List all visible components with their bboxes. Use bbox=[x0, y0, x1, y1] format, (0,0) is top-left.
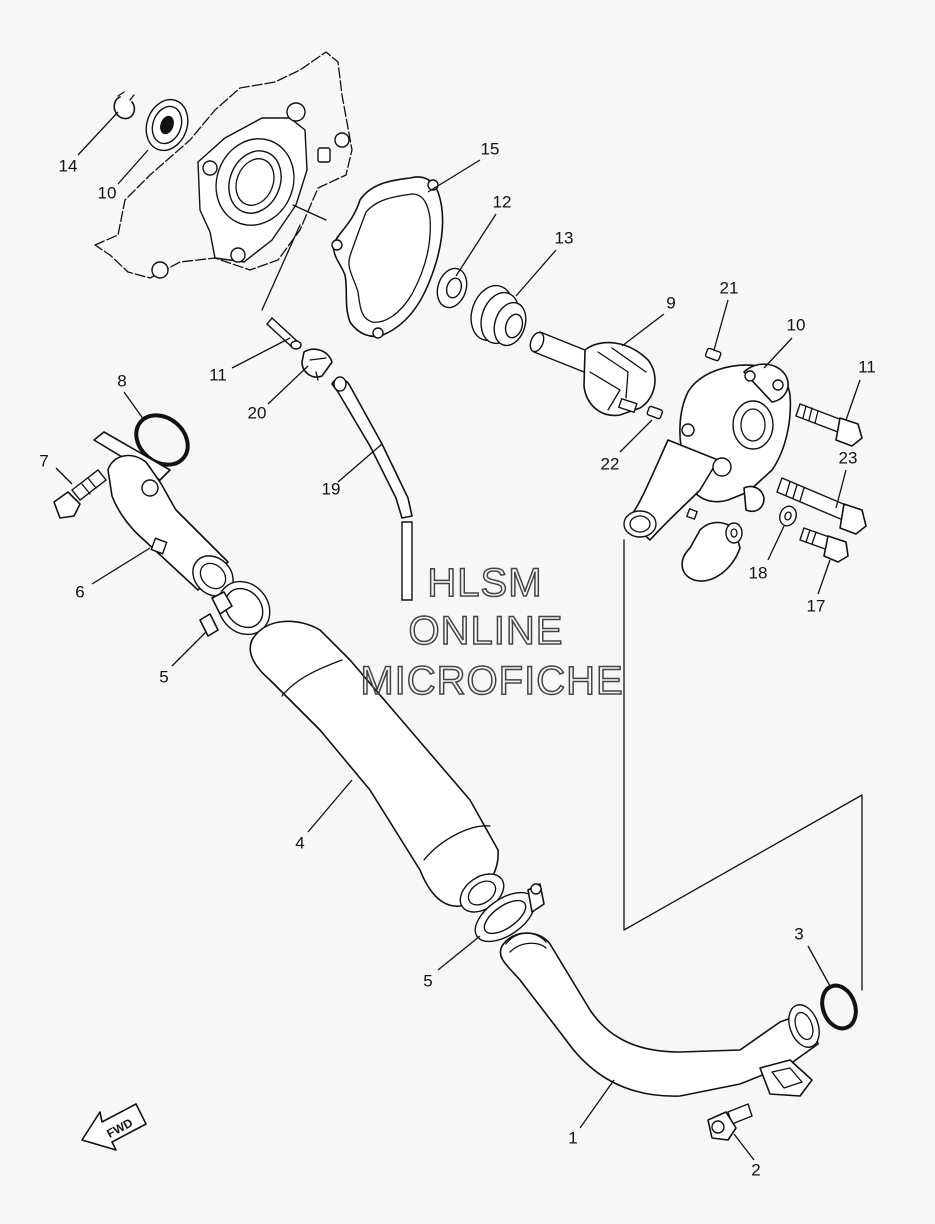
bearing-12 bbox=[145, 98, 189, 152]
bolt-18 bbox=[799, 527, 849, 563]
callout-18: 17 bbox=[807, 596, 826, 615]
callout-13: 11 bbox=[209, 365, 227, 384]
callout-20: 19 bbox=[322, 479, 341, 498]
callout-5-lower: 5 bbox=[423, 971, 432, 990]
gasket-17 bbox=[331, 176, 444, 339]
watermark-line1: HLSM bbox=[427, 561, 542, 605]
forward-direction-arrow: FWD bbox=[81, 1103, 147, 1151]
callout-5-upper: 5 bbox=[159, 667, 168, 686]
circlip-16 bbox=[113, 91, 136, 120]
oil-seal-14 bbox=[436, 267, 468, 309]
callout-7: 7 bbox=[39, 451, 48, 470]
washer-19b bbox=[725, 522, 743, 544]
watermark-line3: MICROFICHE bbox=[360, 659, 623, 703]
bolt-7 bbox=[53, 469, 107, 519]
water-pipe-1 bbox=[499, 932, 820, 1097]
bolt-23 bbox=[776, 477, 867, 535]
callout-4: 4 bbox=[295, 833, 304, 852]
callout-10: 10 bbox=[787, 315, 806, 334]
hose-clip-21 bbox=[301, 348, 333, 381]
callout-8: 8 bbox=[117, 371, 126, 390]
alignment-lines bbox=[623, 539, 863, 991]
watermark-line2: ONLINE bbox=[409, 609, 564, 653]
callout-12: 10 bbox=[98, 183, 117, 202]
hose-clamp-5-upper bbox=[199, 580, 271, 637]
callout-14: 12 bbox=[493, 192, 512, 211]
callout-2: 2 bbox=[751, 1160, 760, 1179]
o-ring-3 bbox=[820, 983, 858, 1031]
hose-clamp-5-lower bbox=[474, 883, 545, 943]
hose-4 bbox=[249, 620, 505, 913]
bolt-11 bbox=[795, 403, 863, 447]
washer-19 bbox=[779, 505, 797, 527]
bolt-2 bbox=[707, 1103, 753, 1141]
dowel-22-lower bbox=[646, 405, 664, 420]
callout-1: 1 bbox=[568, 1128, 577, 1147]
callout-6: 6 bbox=[75, 582, 84, 601]
watermark: HLSM ONLINE MICROFICHE bbox=[360, 560, 624, 704]
callout-21: 20 bbox=[248, 403, 267, 422]
callout-23: 23 bbox=[839, 448, 858, 467]
callout-19: 18 bbox=[749, 563, 768, 582]
callout-labels: 14 10 11 20 19 15 12 13 9 21 10 11 22 23… bbox=[39, 139, 876, 1179]
callout-9: 9 bbox=[666, 293, 675, 312]
crankcase-cover bbox=[94, 51, 353, 279]
callout-15: 13 bbox=[555, 228, 574, 247]
callout-16: 14 bbox=[59, 156, 78, 175]
hose-20 bbox=[331, 376, 413, 601]
impeller-shaft-9 bbox=[529, 331, 656, 417]
callout-11: 11 bbox=[858, 357, 876, 376]
dowel-pin-13 bbox=[261, 224, 302, 350]
pump-housing-10 bbox=[623, 363, 792, 582]
callout-22-upper: 21 bbox=[720, 278, 739, 297]
dowel-22-upper bbox=[704, 347, 722, 362]
mechanical-seal-15 bbox=[470, 284, 527, 347]
callout-3: 3 bbox=[794, 924, 803, 943]
leader-lines bbox=[55, 111, 861, 1161]
callout-22-lower: 22 bbox=[601, 454, 620, 473]
callout-17: 15 bbox=[481, 139, 500, 158]
joint-pipe-6 bbox=[93, 431, 234, 597]
